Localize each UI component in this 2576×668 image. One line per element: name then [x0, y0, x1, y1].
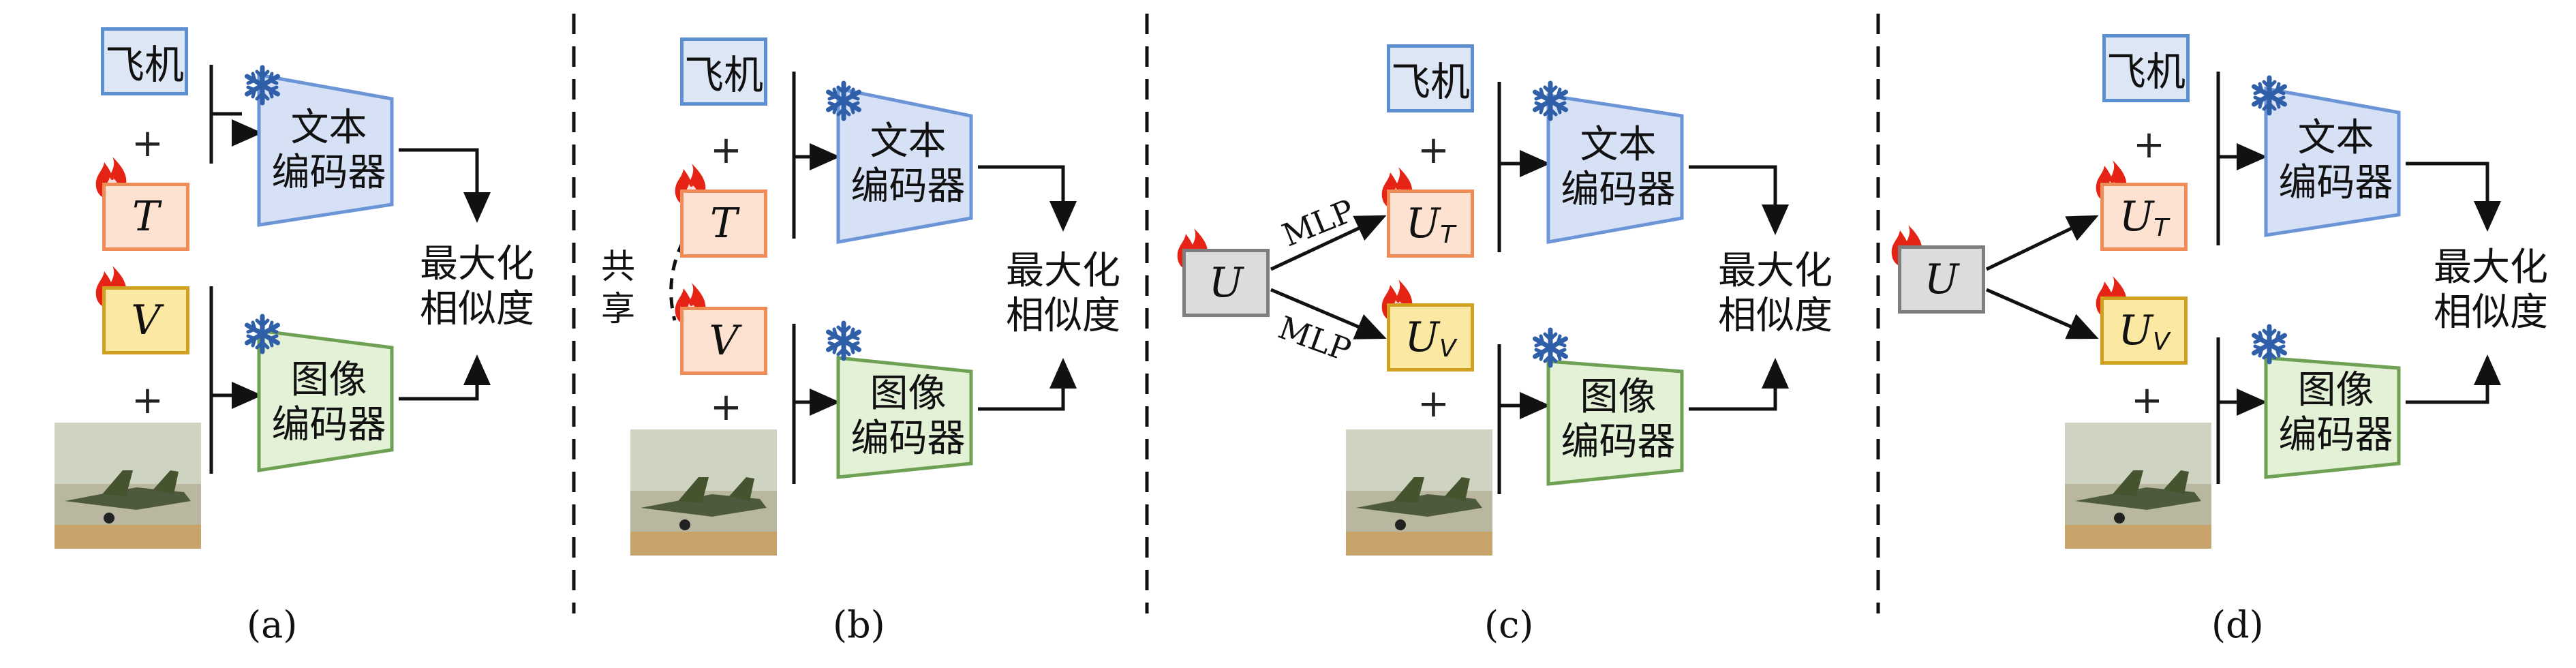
panel-c-visual-prompt-base: U [1405, 314, 1439, 361]
airplane-image-d [2065, 423, 2211, 549]
panel-d-arrow-top [1985, 215, 2099, 271]
panel-b-word-box: 飞机 [680, 37, 767, 106]
panel-d-out-arrow-top [2406, 162, 2501, 232]
panel-a-text-encoder [257, 73, 394, 227]
panel-a-word-box: 飞机 [101, 27, 188, 95]
panel-d-objective: 最大化 相似度 [2434, 245, 2548, 335]
panel-b-text-bracket [792, 72, 825, 239]
panel-c-image-encoder-label: 图像 编码器 [1561, 375, 1676, 464]
panel-a-image-bracket [209, 286, 242, 474]
panel-d-text-encoder [2264, 87, 2401, 237]
panel-d-visual-prompt-sub: V [2152, 327, 2170, 356]
panel-b-objective: 最大化 相似度 [1006, 249, 1120, 338]
panel-a-text-prompt-label: T [132, 193, 160, 241]
panel-b-graphics [669, 72, 1077, 484]
panel-b-image-snowflake-icon [829, 323, 859, 359]
panel-a-text-prompt: T [102, 183, 189, 251]
airplane-image-b [630, 429, 777, 556]
panel-d-image-encoder [2264, 356, 2401, 479]
airplane-image-a [55, 423, 201, 549]
panel-a-word: 飞机 [104, 42, 184, 88]
panel-d-caption: (d) [2211, 603, 2264, 646]
panel-b-plus-top: + [710, 128, 742, 172]
panel-b-out-arrow-bottom [978, 358, 1077, 411]
panel-d-out-arrow-bottom [2406, 354, 2501, 404]
panel-b-word: 飞机 [684, 52, 763, 98]
panel-d-image-encoder-label: 图像 编码器 [2278, 368, 2393, 457]
panel-d-word-box: 飞机 [2102, 34, 2190, 102]
panel-b-caption: (b) [833, 603, 885, 646]
panel-d-text-bracket [2216, 72, 2249, 245]
panel-d-visual-prompt-base: U [2118, 307, 2153, 354]
panel-c-objective: 最大化 相似度 [1718, 249, 1833, 338]
airplane-image-c [1346, 429, 1492, 556]
panel-c-mlp-arrow-bottom [1270, 288, 1387, 339]
panel-c-word-box: 飞机 [1387, 44, 1474, 112]
panel-d-word: 飞机 [2106, 48, 2186, 95]
panel-d-image-bracket [2216, 337, 2249, 484]
panel-d-plus-top: + [2133, 123, 2165, 167]
panel-b-share-label: 共 享 [601, 247, 635, 329]
panel-a-image-encoder-label: 图像 编码器 [271, 358, 386, 447]
panel-c-plus-bottom: + [1417, 382, 1450, 426]
panel-c-mlp-arrow-top [1270, 215, 1387, 271]
panel-d-text-prompt-sub: T [2153, 213, 2169, 242]
panel-c-out-arrow-top [1689, 165, 1789, 235]
panel-a-objective: 最大化 相似度 [420, 242, 534, 331]
panel-d-text-prompt-base: U [2119, 193, 2154, 241]
panel-c-visual-prompt-sub: V [1439, 334, 1456, 363]
panel-c-text-bracket [1497, 82, 1530, 252]
panel-a-image-encoder [257, 329, 394, 472]
panel-c-text-encoder [1546, 93, 1684, 244]
panel-c-unified-prompt: U [1182, 249, 1270, 317]
panel-c-text-prompt-base: U [1405, 200, 1441, 247]
panel-c-image-snowflake-icon [1535, 330, 1566, 365]
panel-d-graphics [1891, 72, 2501, 484]
panel-a-plus-bottom: + [132, 378, 164, 423]
panel-b-visual-prompt: V [680, 307, 767, 375]
panel-b-text-prompt: T [680, 189, 767, 258]
panel-d-unified-prompt: U [1898, 245, 1985, 314]
panel-d-image-snowflake-icon [2254, 327, 2285, 362]
panel-c-text-prompt-sub: T [1440, 220, 1456, 249]
panel-b-image-encoder-label: 图像 编码器 [850, 371, 966, 461]
panel-b-image-bracket [792, 324, 825, 484]
panel-a-graphics [95, 65, 491, 474]
panel-b-visual-prompt-label: V [709, 317, 739, 365]
panel-a-visual-prompt-label: V [131, 297, 161, 344]
panel-a-text-encoder-label: 文本 编码器 [271, 106, 386, 195]
panel-a-text-bracket [209, 65, 242, 164]
panel-b-plus-bottom: + [710, 385, 742, 429]
panel-c-image-encoder [1546, 359, 1684, 486]
panel-a-out-arrow-top [399, 148, 491, 223]
panel-c-image-bracket [1497, 344, 1530, 494]
panel-b-text-encoder [836, 86, 973, 244]
panel-b-text-encoder-label: 文本 编码器 [850, 119, 966, 209]
panel-d-plus-bottom: + [2131, 378, 2163, 423]
panel-a-caption: (a) [247, 603, 298, 646]
panel-b-image-encoder [836, 356, 973, 479]
panel-a-visual-prompt: V [102, 286, 189, 354]
panel-a-out-arrow-bottom [399, 354, 491, 401]
panel-d-arrow-bottom [1985, 288, 2099, 339]
panel-c-unified-prompt-label: U [1208, 259, 1244, 307]
panel-d-unified-prompt-label: U [1924, 256, 1959, 303]
panel-d-text-encoder-label: 文本 编码器 [2278, 116, 2393, 205]
panel-c-out-arrow-bottom [1689, 358, 1789, 411]
panel-b-share-link [669, 241, 685, 321]
panel-b-out-arrow-top [978, 165, 1077, 232]
panel-c-text-encoder-label: 文本 编码器 [1561, 123, 1676, 212]
panel-c-plus-top: + [1417, 128, 1450, 172]
panel-b-text-prompt-label: T [709, 200, 738, 247]
panel-a-plus-top: + [132, 121, 164, 166]
panel-c-graphics [1177, 82, 1789, 494]
panel-c-caption: (c) [1484, 603, 1534, 646]
panel-c-word: 飞机 [1390, 59, 1470, 105]
